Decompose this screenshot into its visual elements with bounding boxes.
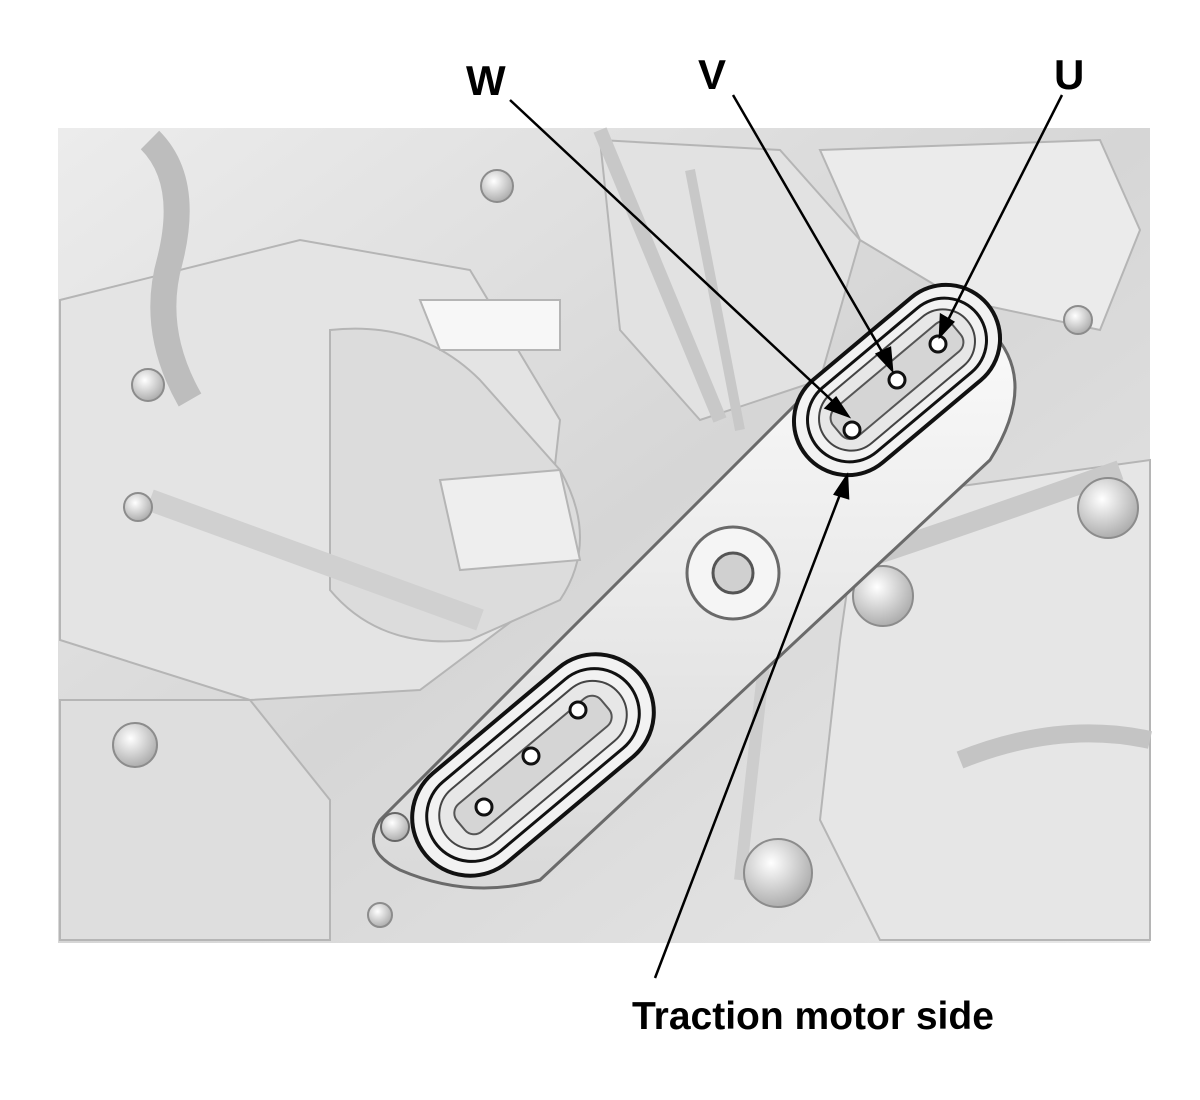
leader-line-w [509,99,843,411]
bolt [1063,305,1093,335]
lower-terminal-block [410,652,656,878]
housing [59,127,1152,941]
leader-lines [509,94,1064,979]
bolt [852,565,914,627]
callout-v: V [698,51,727,98]
arrowhead-v [874,346,894,374]
bar-end-bolt [380,812,410,842]
arrowhead-u [938,312,955,340]
leader-line-u [942,94,1064,329]
bolt [131,368,165,402]
bolt [367,902,393,928]
terminal-pin-v [887,370,907,390]
bolt [1077,477,1139,539]
bar-center-hole [711,551,755,595]
arrowhead-w [823,396,852,419]
lower-pin [474,797,494,817]
leader-line-v [731,94,890,363]
terminal-pin-w [842,420,862,440]
lower-pin [521,746,541,766]
bolt [123,492,153,522]
callout-w: W [466,57,506,104]
terminal-pins [842,334,948,440]
bolt [480,169,514,203]
leader-line-caption [653,483,846,979]
upper-terminal-block [791,282,1003,478]
caption-traction-motor-side: Traction motor side [632,995,994,1038]
lower-terminal-pins [474,700,588,817]
callout-u: U [1054,51,1085,98]
lower-pin [568,700,588,720]
arrowhead-caption [833,472,850,500]
bolts [112,169,1139,928]
bolt [743,838,813,908]
terminal-pin-u [928,334,948,354]
bolt [112,722,158,768]
